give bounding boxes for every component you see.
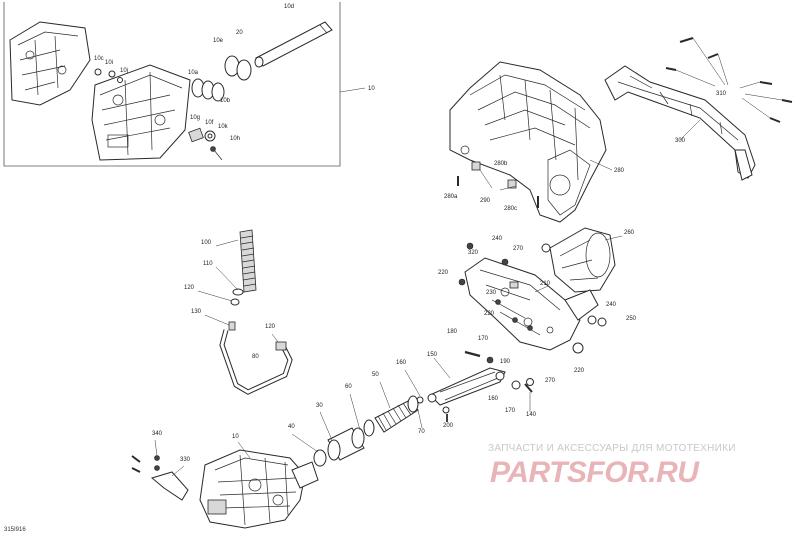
label-220b: 220: [484, 311, 495, 317]
watermark-logo: PARTSFOR.RU: [490, 456, 699, 489]
label-10g: 10g: [190, 115, 200, 121]
label-280b: 280b: [494, 161, 508, 167]
part-10-main-housing: [199, 449, 319, 529]
label-240b: 240: [606, 302, 617, 308]
label-10i: 10i: [105, 60, 113, 66]
part-210-bracket: [464, 257, 599, 351]
label-270b: 270: [545, 378, 556, 384]
label-240a: 240: [492, 236, 503, 242]
part-290-fasteners: [457, 161, 539, 208]
parts-330-340-fasteners: [131, 455, 189, 501]
label-320: 320: [468, 250, 479, 256]
label-280c: 280c: [504, 206, 517, 212]
inset-fittings: [94, 21, 333, 161]
label-160a: 160: [396, 360, 407, 366]
label-70: 70: [418, 429, 425, 435]
part-150-steering-arm: [427, 367, 506, 406]
label-160b: 160: [488, 396, 499, 402]
part-260-nozzle: [541, 227, 616, 293]
label-10c: 10c: [94, 56, 104, 62]
label-30: 30: [316, 403, 323, 409]
leader-lines: [154, 119, 701, 477]
label-80: 80: [252, 354, 259, 360]
part-310-bolts: [665, 37, 793, 123]
label-50: 50: [372, 372, 379, 378]
label-10e: 10e: [213, 38, 224, 44]
label-340: 340: [152, 431, 163, 437]
inset-engine-block-right: [91, 64, 191, 161]
part-240-250-220-hardware: [458, 242, 607, 354]
label-220c: 220: [574, 368, 585, 374]
label-20-inset: 20: [236, 30, 243, 36]
label-270a: 270: [513, 246, 524, 252]
label-10h: 10h: [230, 136, 240, 142]
label-10j: 10j: [120, 68, 128, 74]
label-120a: 120: [184, 285, 195, 291]
label-100: 100: [201, 240, 212, 246]
label-280a: 280a: [444, 194, 458, 200]
label-130: 130: [191, 309, 202, 315]
label-150: 150: [427, 352, 438, 358]
label-170a: 170: [478, 336, 489, 342]
part-labels: 10 10a 10b 10c 10d 10e 10f 10g 10h 10i 1…: [94, 4, 727, 463]
label-190: 190: [500, 359, 511, 365]
label-60: 60: [345, 384, 352, 390]
label-10-inset: 10: [368, 86, 375, 92]
label-290: 290: [480, 198, 491, 204]
label-10d: 10d: [284, 4, 294, 10]
parts-160-190-fasteners: [416, 350, 534, 422]
part-50-boot: [363, 395, 419, 437]
diagram-code: 315I916: [4, 527, 26, 533]
label-10: 10: [232, 434, 239, 440]
label-120b: 120: [265, 324, 276, 330]
inset-frame: [3, 2, 366, 167]
watermark-tagline: ЗАПЧАСТИ И АКСЕССУАРЫ ДЛЯ МОТОТЕХНИКИ: [488, 443, 736, 454]
label-140: 140: [526, 412, 537, 418]
part-300-rail: [604, 65, 756, 181]
label-300: 300: [675, 138, 686, 144]
label-40: 40: [288, 424, 295, 430]
label-260: 260: [624, 230, 635, 236]
label-10k: 10k: [218, 124, 229, 130]
label-230: 230: [486, 290, 497, 296]
part-100-hose: [228, 229, 257, 331]
label-310: 310: [716, 91, 727, 97]
label-210: 210: [540, 281, 551, 287]
part-30-sleeve: [313, 427, 365, 467]
label-200: 200: [443, 423, 454, 429]
part-80-water-hose: [219, 329, 293, 395]
label-10b: 10b: [220, 98, 231, 104]
label-250: 250: [626, 316, 637, 322]
label-180: 180: [447, 329, 458, 335]
label-10a: 10a: [188, 70, 199, 76]
label-220a: 220: [438, 270, 449, 276]
label-280: 280: [614, 168, 625, 174]
label-330: 330: [180, 457, 191, 463]
label-170b: 170: [505, 408, 516, 414]
inset-engine-block-left: [9, 21, 91, 106]
label-10f: 10f: [205, 120, 214, 126]
part-280-housing: [449, 61, 607, 223]
label-110: 110: [203, 261, 213, 267]
